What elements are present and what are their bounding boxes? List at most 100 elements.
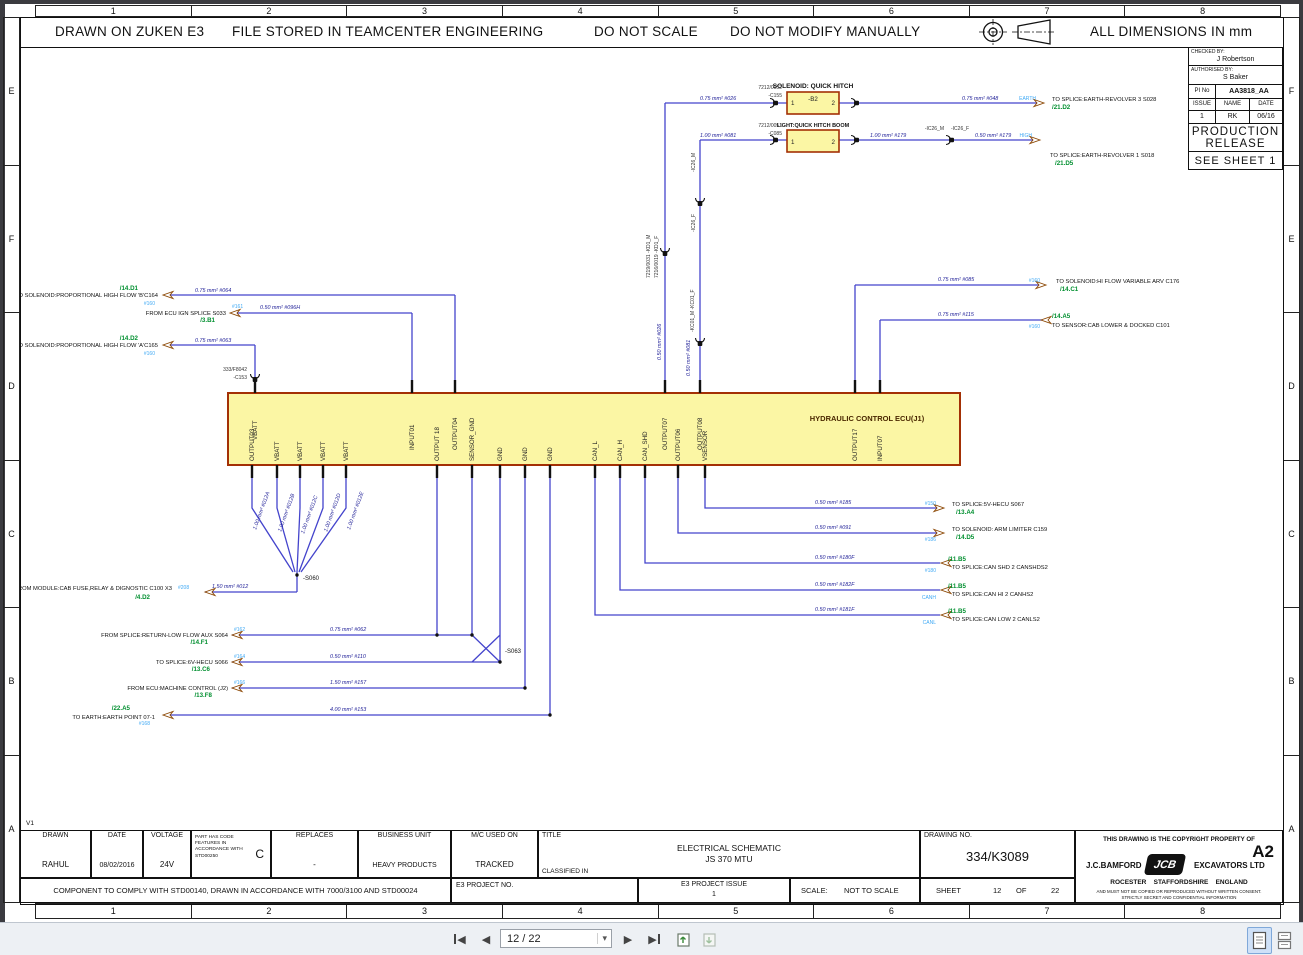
part-code-letter: C (255, 847, 264, 861)
signal-tag: #161 (232, 304, 243, 310)
light-title: LIGHT:QUICK HITCH BOOM (777, 123, 850, 129)
grid-row-label: D (1283, 313, 1300, 461)
single-page-view-button[interactable] (1247, 927, 1272, 954)
grid-row-label: A (1283, 755, 1300, 903)
previous-view-button[interactable] (672, 928, 696, 950)
right-destinations: EARTH TO SPLICE:EARTH-REVOLVER 3 S028 /2… (815, 96, 1179, 626)
copyright-line5: STRICTLY SECRET AND CONFIDENTIAL INFORMA… (1121, 895, 1237, 900)
pin-label: INPUT01 (409, 424, 416, 450)
xref: /21.D5 (1055, 160, 1074, 167)
pi-no-value: AA3818_AA (1229, 88, 1269, 95)
single-page-view-icon (1252, 931, 1267, 950)
hydraulic-ecu-block (227, 392, 961, 466)
ecu-conn-code: 333/F8042 (223, 367, 247, 373)
pin-label: INPUT07 (877, 435, 884, 461)
grid-col-label: 6 (814, 903, 970, 919)
wire-label: 0.50 mm² #081 (686, 340, 692, 376)
pin-label: VBATT (297, 441, 304, 461)
xref: /13.A4 (956, 509, 975, 516)
pin-label: GND (522, 447, 529, 461)
drawn-value: RAHUL (41, 860, 70, 869)
dest-label: TO SOLENOID:PROPORTIONAL HIGH FLOW 'B'C1… (20, 293, 159, 299)
header-dimensions: ALL DIMENSIONS IN mm (1090, 24, 1253, 39)
mc-used-on-label: M/C USED ON (471, 832, 518, 839)
pin-label: OUTPUT06 (675, 428, 682, 461)
dest-label: TO SPLICE:EARTH-REVOLVER 3 S028 (1052, 97, 1156, 103)
pin-label: VBATT (320, 441, 327, 461)
business-unit-label: BUSINESS UNIT (377, 832, 432, 839)
wire-label: 0.75 mm² #115 (938, 312, 975, 318)
page-number-input[interactable]: 12 / 22 ▾ (500, 929, 612, 948)
pin-label: VSENSOR (702, 430, 709, 461)
grid-col-label: 4 (502, 5, 659, 17)
sheet-number: 12 (993, 886, 1002, 895)
solenoid-tag: -B2 (808, 96, 818, 103)
e3-project-no-label: E3 PROJECT NO. (456, 882, 514, 889)
signal-tag: EARTH (1019, 96, 1036, 102)
wire-label: 0.50 mm² #179 (975, 133, 1011, 139)
wire-junctions (295, 573, 552, 717)
pin-label: GND (497, 447, 504, 461)
first-page-icon: ◀ (457, 933, 466, 946)
xref: /14.A5 (1052, 313, 1071, 320)
signal-tag: #186 (925, 537, 936, 543)
wire-label: 0.75 mm² #063 (195, 338, 231, 344)
signal-tag: #160 (1029, 324, 1040, 330)
ecu-pin-labels-top: VBATT INPUT01 OUTPUT04 OUTPUT07 OUTPUT08… (252, 417, 884, 461)
pi-no-label: PI No (1189, 85, 1216, 98)
next-page-button[interactable]: ▶ (616, 928, 640, 950)
dest-label: TO SPLICE:EARTH-REVOLVER 1 S018 (1050, 153, 1154, 159)
left-destinations: /14.D1 TO SOLENOID:PROPORTIONAL HIGH FLO… (20, 285, 367, 727)
next-view-button[interactable] (698, 928, 722, 950)
grid-col-label: 5 (658, 903, 815, 919)
see-sheet-note: SEE SHEET 1 (1194, 155, 1277, 167)
wire-label: 0.50 mm² #182F (815, 582, 855, 588)
dest-label: TO SOLENOID:PROPORTIONAL HIGH FLOW 'A'C1… (20, 343, 158, 349)
wire-label: 0.50 mm² #181F (815, 607, 855, 613)
voltage-value: 24V (159, 860, 175, 869)
approval-box: CHECKED BY: J Robertson AUTHORISED BY: S… (1188, 47, 1283, 170)
pin-label: OUTPUT03 (249, 428, 256, 461)
inline-conn-m: -IC26_M (925, 126, 944, 132)
xref: /14.D2 (120, 335, 139, 342)
header-note-teamcenter: FILE STORED IN TEAMCENTER ENGINEERING (232, 24, 544, 39)
grid-col-label: 2 (191, 903, 348, 919)
drawing-title-line1: ELECTRICAL SCHEMATIC (677, 843, 781, 853)
vconn2-kc01: -KC01_M -KC01_F (690, 289, 696, 332)
classified-in-label: CLASSIFIED IN (542, 868, 589, 875)
last-page-button[interactable]: ▶ (642, 928, 666, 950)
pin-label: CAN_L (592, 440, 599, 461)
grid-col-label: 8 (1125, 903, 1281, 919)
xref: /13.C6 (192, 666, 211, 673)
pin-label: CAN_SHD (642, 431, 649, 461)
grid-col-label: 4 (502, 903, 659, 919)
dest-label: TO SOLENOID:HI FLOW VARIABLE ARV C176 (1056, 279, 1179, 285)
continuous-view-button[interactable] (1272, 927, 1297, 954)
signal-tag: #166 (234, 680, 245, 686)
pin-label: VBATT (252, 420, 259, 440)
dest-label: FROM MODULE:CAB FUSE,RELAY & DIGNOSTIC C… (20, 586, 172, 592)
page-dropdown-caret-icon[interactable]: ▾ (597, 933, 611, 944)
inline-conn-f: -IC26_F (951, 126, 969, 132)
ecu-conn-name: -C153 (233, 375, 247, 381)
pin-label: OUTPUT04 (452, 417, 459, 450)
xref: /21.D2 (1052, 104, 1071, 111)
comply-note: COMPONENT TO COMPLY WITH STD00140, DRAWN… (53, 886, 418, 895)
previous-page-icon: ◀ (481, 933, 491, 946)
drawing-no-label: DRAWING NO. (924, 832, 972, 839)
first-page-button[interactable]: ◀ (448, 928, 472, 950)
bottom-ruler: 1 2 3 4 5 6 7 8 (35, 903, 1281, 919)
solenoid-title: SOLENOID: QUICK HITCH (773, 83, 854, 90)
dest-label: TO SPLICE:5V-HECU S067 (952, 502, 1024, 508)
xref: /11.B5 (948, 608, 966, 615)
copyright-line1: THIS DRAWING IS THE COPYRIGHT PROPERTY O… (1103, 836, 1255, 843)
grid-col-label: 6 (814, 5, 970, 17)
left-ruler: E F D C B A (3, 17, 20, 903)
drawing-no-value: 334/K3089 (966, 849, 1029, 864)
voltage-label: VOLTAGE (150, 832, 184, 839)
grid-col-label: 5 (658, 5, 815, 17)
jcb-logo: JCB (1143, 854, 1187, 875)
vconn1-line2: 7216/0019 -KD1_F (654, 236, 660, 278)
previous-page-button[interactable]: ◀ (474, 928, 498, 950)
